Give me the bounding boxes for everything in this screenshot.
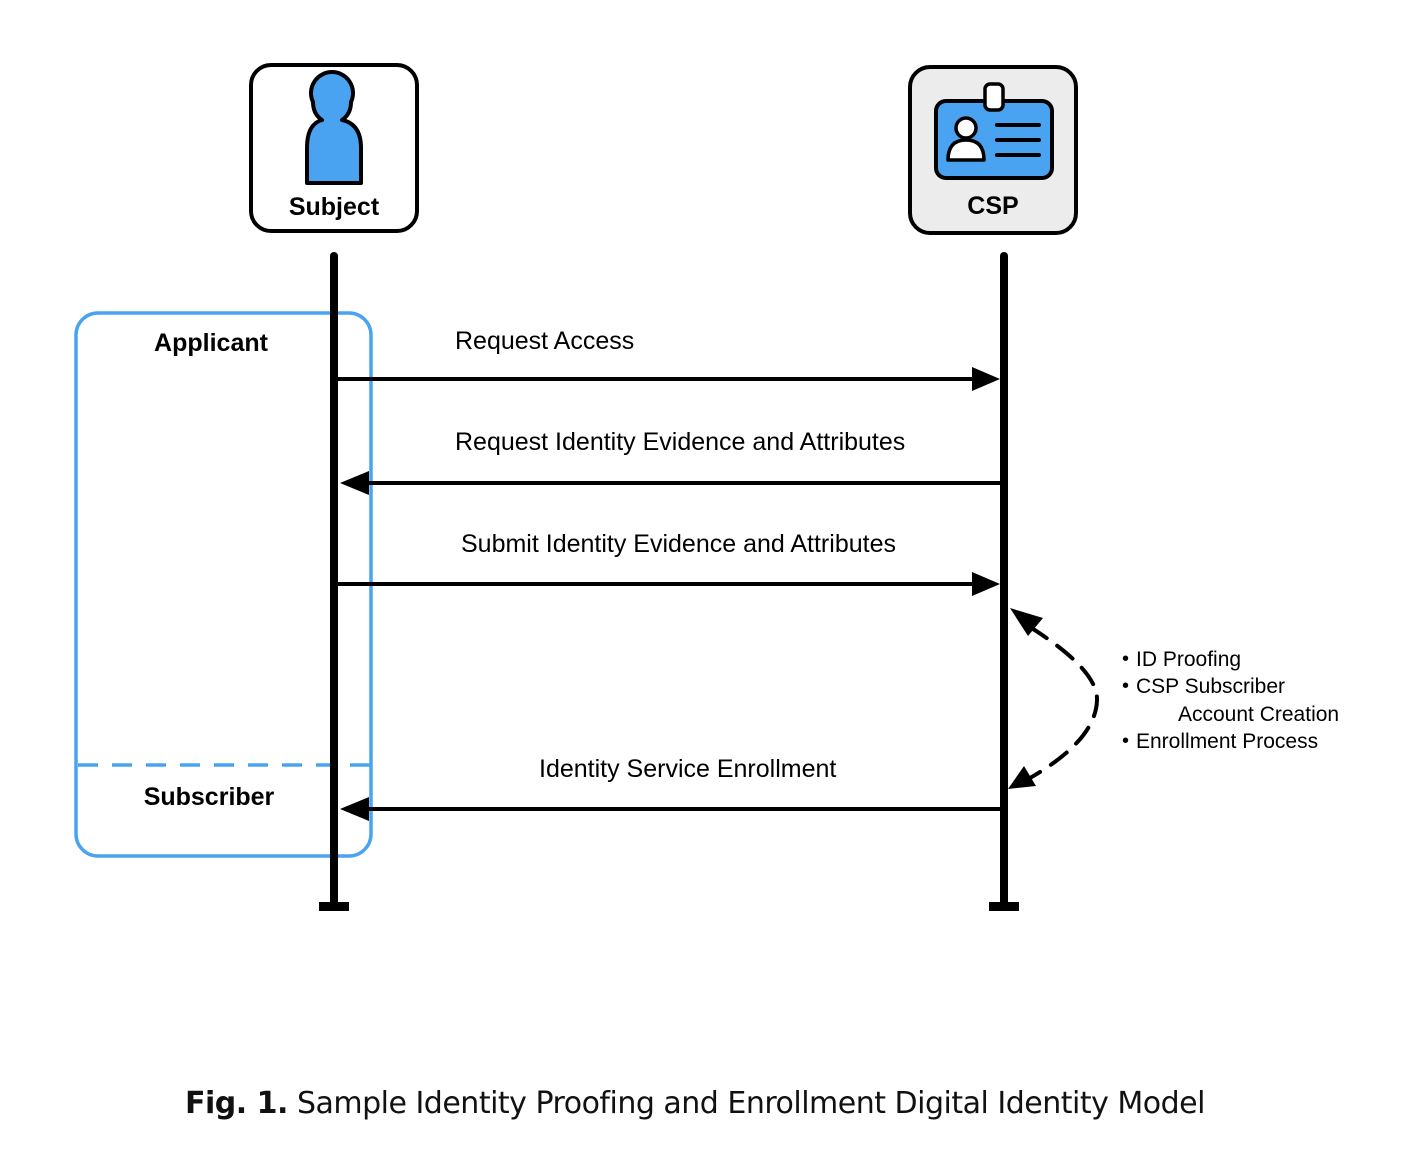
actor-csp: CSP [908, 65, 1078, 235]
message-identity-service-enrollment: Identity Service Enrollment [340, 755, 1000, 821]
message-label: Request Access [455, 327, 634, 355]
applicant-label: Applicant [154, 329, 269, 357]
note-item: CSP Subscriber [1136, 675, 1285, 698]
figure-caption: Fig. 1. Sample Identity Proofing and Enr… [0, 1086, 1390, 1121]
note-bullet: • [1122, 648, 1129, 670]
note-item: Account Creation [1178, 703, 1339, 726]
note-item: Enrollment Process [1136, 730, 1318, 753]
caption-prefix: Fig. 1. [185, 1086, 288, 1121]
arrowhead-right [972, 572, 1000, 596]
lifeline-csp [989, 252, 1019, 911]
self-loop-process: • ID Proofing • CSP Subscriber Account C… [1008, 608, 1339, 789]
arrowhead-left [340, 471, 369, 495]
arrowhead-down [1008, 766, 1036, 789]
id-badge-icon [934, 82, 1054, 180]
lifeline-subject [319, 252, 349, 911]
process-notes: • ID Proofing • CSP Subscriber Account C… [1122, 648, 1339, 753]
message-label: Submit Identity Evidence and Attributes [461, 530, 896, 558]
arrowhead-right [972, 367, 1000, 391]
lifeline-subject-end [319, 902, 349, 911]
message-request-access: Request Access [338, 327, 1000, 391]
arrowhead-left [340, 797, 369, 821]
note-item: ID Proofing [1136, 648, 1241, 671]
message-submit-identity-evidence: Submit Identity Evidence and Attributes [338, 530, 1000, 596]
message-request-identity-evidence: Request Identity Evidence and Attributes [340, 428, 1000, 495]
self-loop-dashed-curve [1028, 625, 1100, 780]
caption-text: Sample Identity Proofing and Enrollment … [296, 1086, 1206, 1121]
note-bullet: • [1122, 730, 1129, 752]
lifeline-csp-end [989, 902, 1019, 911]
applicant-subscriber-frame [74, 311, 373, 858]
note-bullet: • [1122, 675, 1129, 697]
subscriber-label: Subscriber [144, 783, 275, 811]
csp-label: CSP [967, 192, 1018, 220]
actor-subject: Subject [249, 63, 419, 233]
message-label: Request Identity Evidence and Attributes [455, 428, 905, 456]
message-label: Identity Service Enrollment [539, 755, 836, 783]
arrowhead-up [1010, 608, 1043, 636]
subject-label: Subject [289, 193, 380, 221]
person-icon [305, 70, 363, 185]
